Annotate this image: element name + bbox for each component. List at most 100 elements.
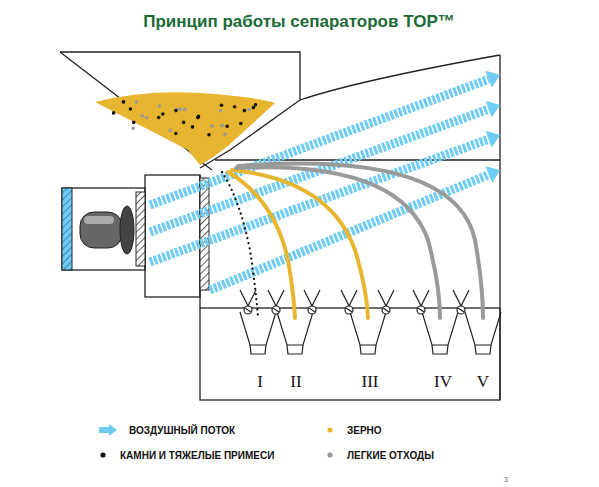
collection-bins (240, 290, 501, 354)
particle (158, 104, 162, 108)
particle (131, 127, 135, 131)
hopper (60, 52, 300, 170)
flap (341, 290, 349, 306)
grain-mass (95, 92, 275, 165)
legend-text: КАМНИ И ТЯЖЕЛЫЕ ПРИМЕСИ (120, 450, 274, 461)
flap-pivot (457, 306, 465, 314)
flap-pivot-mark (346, 308, 352, 312)
outlet-grille (200, 178, 209, 290)
particle (243, 109, 247, 113)
legend-swatch (99, 424, 119, 436)
particle (157, 116, 161, 120)
legend-text: ЗЕРНО (347, 425, 382, 436)
legend-text: ЛЕГКИЕ ОТХОДЫ (347, 450, 434, 461)
air-stream (150, 79, 489, 205)
legend-swatch (99, 449, 119, 461)
particle (252, 106, 256, 110)
flap-pivot-mark (273, 308, 279, 312)
flap (453, 290, 461, 306)
particle (220, 124, 224, 128)
air-flow-arrows (150, 71, 500, 290)
particle (135, 100, 139, 104)
bin (350, 312, 386, 345)
flap (378, 290, 386, 306)
particle (220, 104, 224, 108)
bin-number: V (477, 372, 489, 392)
flap-pivot (345, 306, 353, 314)
particle (145, 116, 149, 120)
particle-trajectories (222, 164, 483, 318)
legend-arrow-body (99, 427, 110, 433)
flap (461, 290, 469, 306)
flap (276, 290, 284, 306)
particle (169, 129, 173, 133)
particle (219, 109, 223, 113)
legend-arrow-head (109, 424, 117, 436)
fan-motor (80, 206, 134, 254)
flap (304, 290, 312, 306)
bin-number: I (257, 372, 263, 392)
particle (122, 100, 126, 104)
air-arrowhead (486, 71, 500, 88)
particle (223, 133, 227, 137)
particle (129, 107, 133, 111)
particle (210, 124, 214, 128)
legend-swatch (326, 449, 346, 461)
flap-pivot (272, 306, 280, 314)
air-arrowhead (486, 131, 500, 148)
flap (268, 290, 276, 306)
diagram-title: Принцип работы сепараторов TOP™ (143, 12, 455, 32)
particle (196, 116, 200, 120)
flap (248, 290, 256, 306)
flap (421, 290, 429, 306)
legend-swatch (326, 424, 346, 436)
bin-outlet (287, 345, 303, 354)
flap (386, 290, 394, 306)
flap-pivot (308, 306, 316, 314)
bin-number: II (290, 372, 301, 392)
bin (277, 312, 313, 345)
legend-dot (327, 452, 332, 457)
flap-pivot-mark (458, 308, 464, 312)
particle (183, 108, 187, 112)
bin-outlet (360, 345, 376, 354)
bin-outlet (475, 345, 491, 354)
particle (233, 105, 237, 109)
legend-text: ВОЗДУШНЫЙ ПОТОК (129, 425, 235, 436)
flap-pivot-mark (309, 308, 315, 312)
flap-pivot (244, 306, 252, 314)
bin (465, 312, 501, 345)
bin (422, 312, 458, 345)
flap (240, 290, 248, 306)
particle (225, 125, 229, 129)
bin-number: IV (434, 372, 452, 392)
particle (247, 108, 251, 112)
legend-dot (100, 452, 105, 457)
bin-outlet (432, 345, 448, 354)
flap-pivot-mark (418, 308, 424, 312)
flap-pivot (417, 306, 425, 314)
flap-pivot-mark (383, 308, 389, 312)
particle (191, 125, 195, 129)
particle (207, 133, 211, 137)
grain-particles (112, 100, 258, 137)
fan-grille (136, 192, 145, 266)
particle (112, 111, 116, 115)
air-arrowhead (485, 166, 500, 183)
page-number: 3 (504, 476, 508, 483)
particle (161, 112, 165, 116)
bin-outlet (250, 345, 266, 354)
air-arrowhead (486, 101, 500, 118)
particle (179, 108, 183, 112)
flap-pivot (382, 306, 390, 314)
flap (413, 290, 421, 306)
flap-pivot-mark (245, 308, 251, 312)
flap (312, 290, 320, 306)
legend-dot (327, 427, 332, 432)
particle (174, 109, 178, 113)
particle (141, 114, 145, 118)
bin (240, 312, 276, 345)
bin-number: III (362, 372, 379, 392)
air-intake-grille (62, 188, 72, 270)
